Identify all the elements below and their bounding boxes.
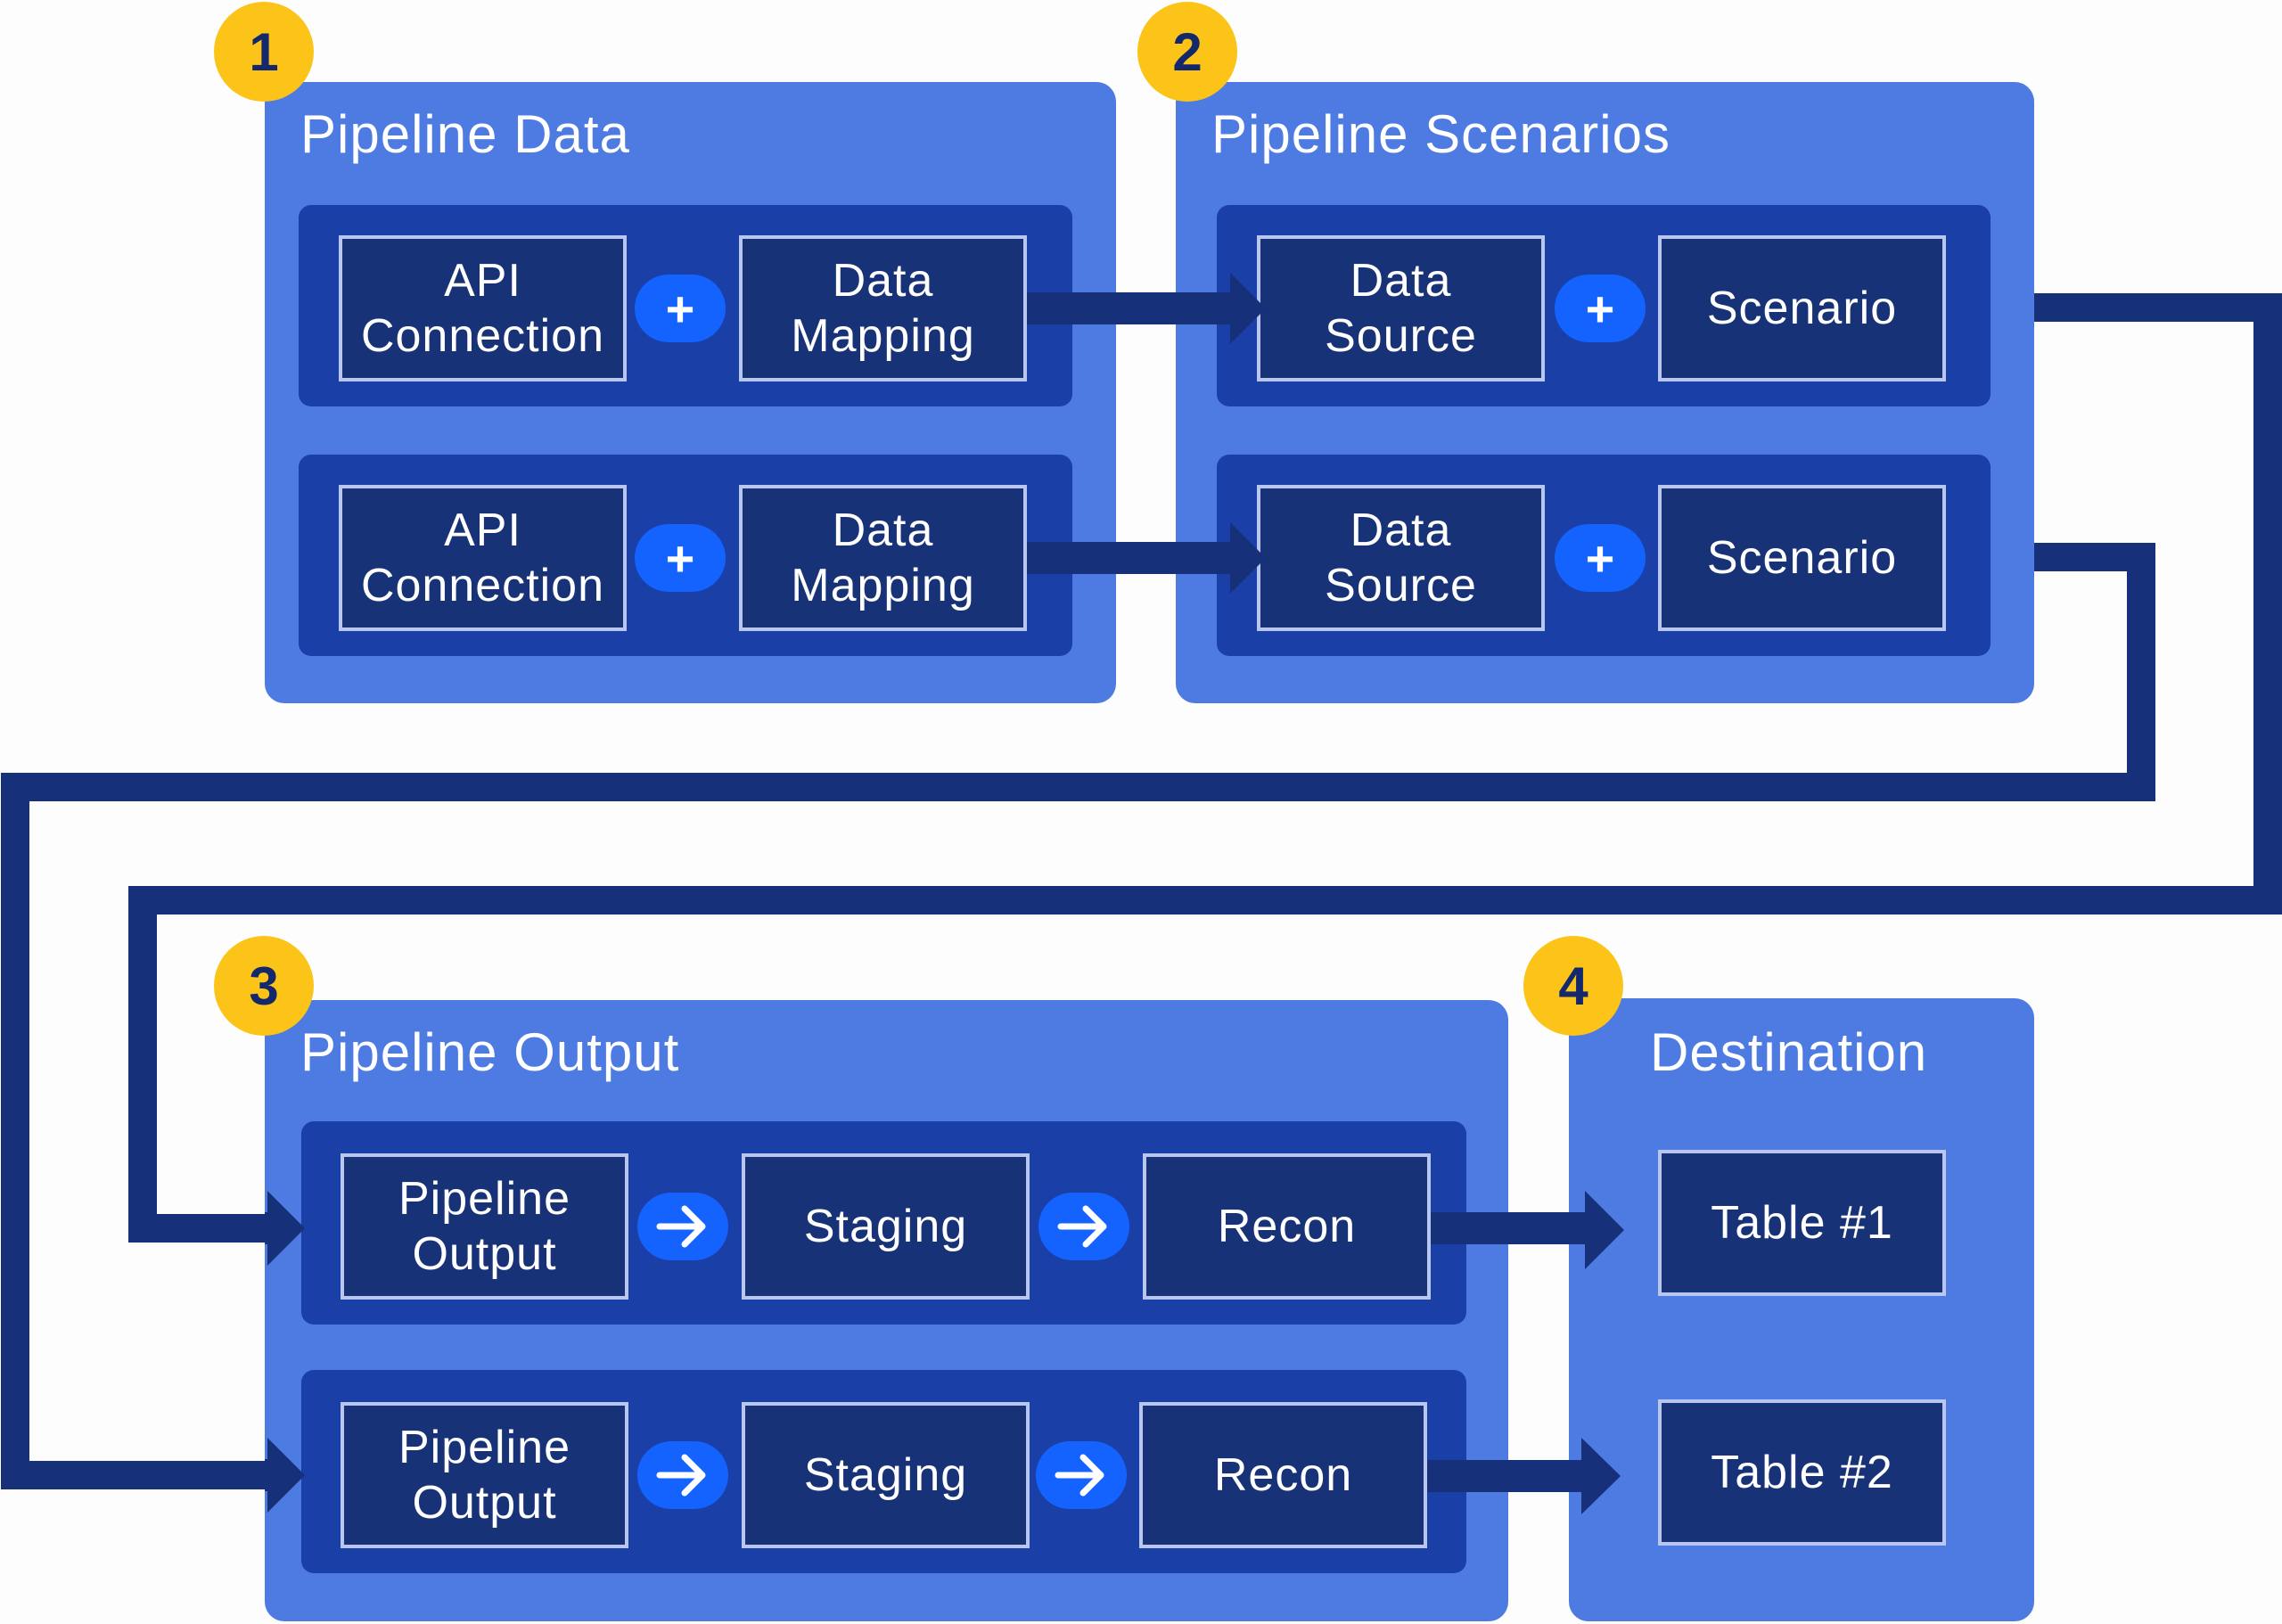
- plus-icon: +: [1555, 524, 1646, 592]
- step-number-badge: 3: [214, 936, 314, 1036]
- arrow-right-icon: [637, 1441, 728, 1509]
- api-connection-box: API Connection: [339, 235, 627, 381]
- data-source-box: Data Source: [1257, 235, 1545, 381]
- data-mapping-box: Data Mapping: [739, 235, 1027, 381]
- panel-title: Pipeline Data: [300, 104, 630, 164]
- scenario-box: Scenario: [1658, 485, 1946, 631]
- api-connection-box: API Connection: [339, 485, 627, 631]
- staging-box: Staging: [742, 1402, 1030, 1548]
- plus-icon: +: [635, 524, 726, 592]
- data-mapping-box: Data Mapping: [739, 485, 1027, 631]
- step-number-badge: 4: [1523, 936, 1623, 1036]
- pipeline-output-box: Pipeline Output: [341, 1402, 628, 1548]
- panel-title: Pipeline Scenarios: [1211, 104, 1670, 164]
- plus-icon: +: [1555, 275, 1646, 342]
- scenario-box: Scenario: [1658, 235, 1946, 381]
- arrow-right-icon: [637, 1193, 728, 1260]
- recon-box: Recon: [1143, 1153, 1431, 1300]
- staging-box: Staging: [742, 1153, 1030, 1300]
- connector-scenario-1-to-output-1: [128, 293, 2282, 1243]
- recon-box: Recon: [1139, 1402, 1427, 1548]
- table-box: Table #2: [1658, 1399, 1946, 1546]
- panel-title: Pipeline Output: [300, 1022, 680, 1082]
- panel-title: Destination: [1650, 1022, 1928, 1082]
- arrow-right-icon: [1036, 1441, 1127, 1509]
- step-number-badge: 2: [1137, 2, 1237, 102]
- arrow-right-icon: [1038, 1193, 1129, 1260]
- connector-scenario-2-to-output-2: [1, 543, 2155, 1489]
- table-box: Table #1: [1658, 1150, 1946, 1296]
- step-number-badge: 1: [214, 2, 314, 102]
- data-source-box: Data Source: [1257, 485, 1545, 631]
- pipeline-output-box: Pipeline Output: [341, 1153, 628, 1300]
- plus-icon: +: [635, 275, 726, 342]
